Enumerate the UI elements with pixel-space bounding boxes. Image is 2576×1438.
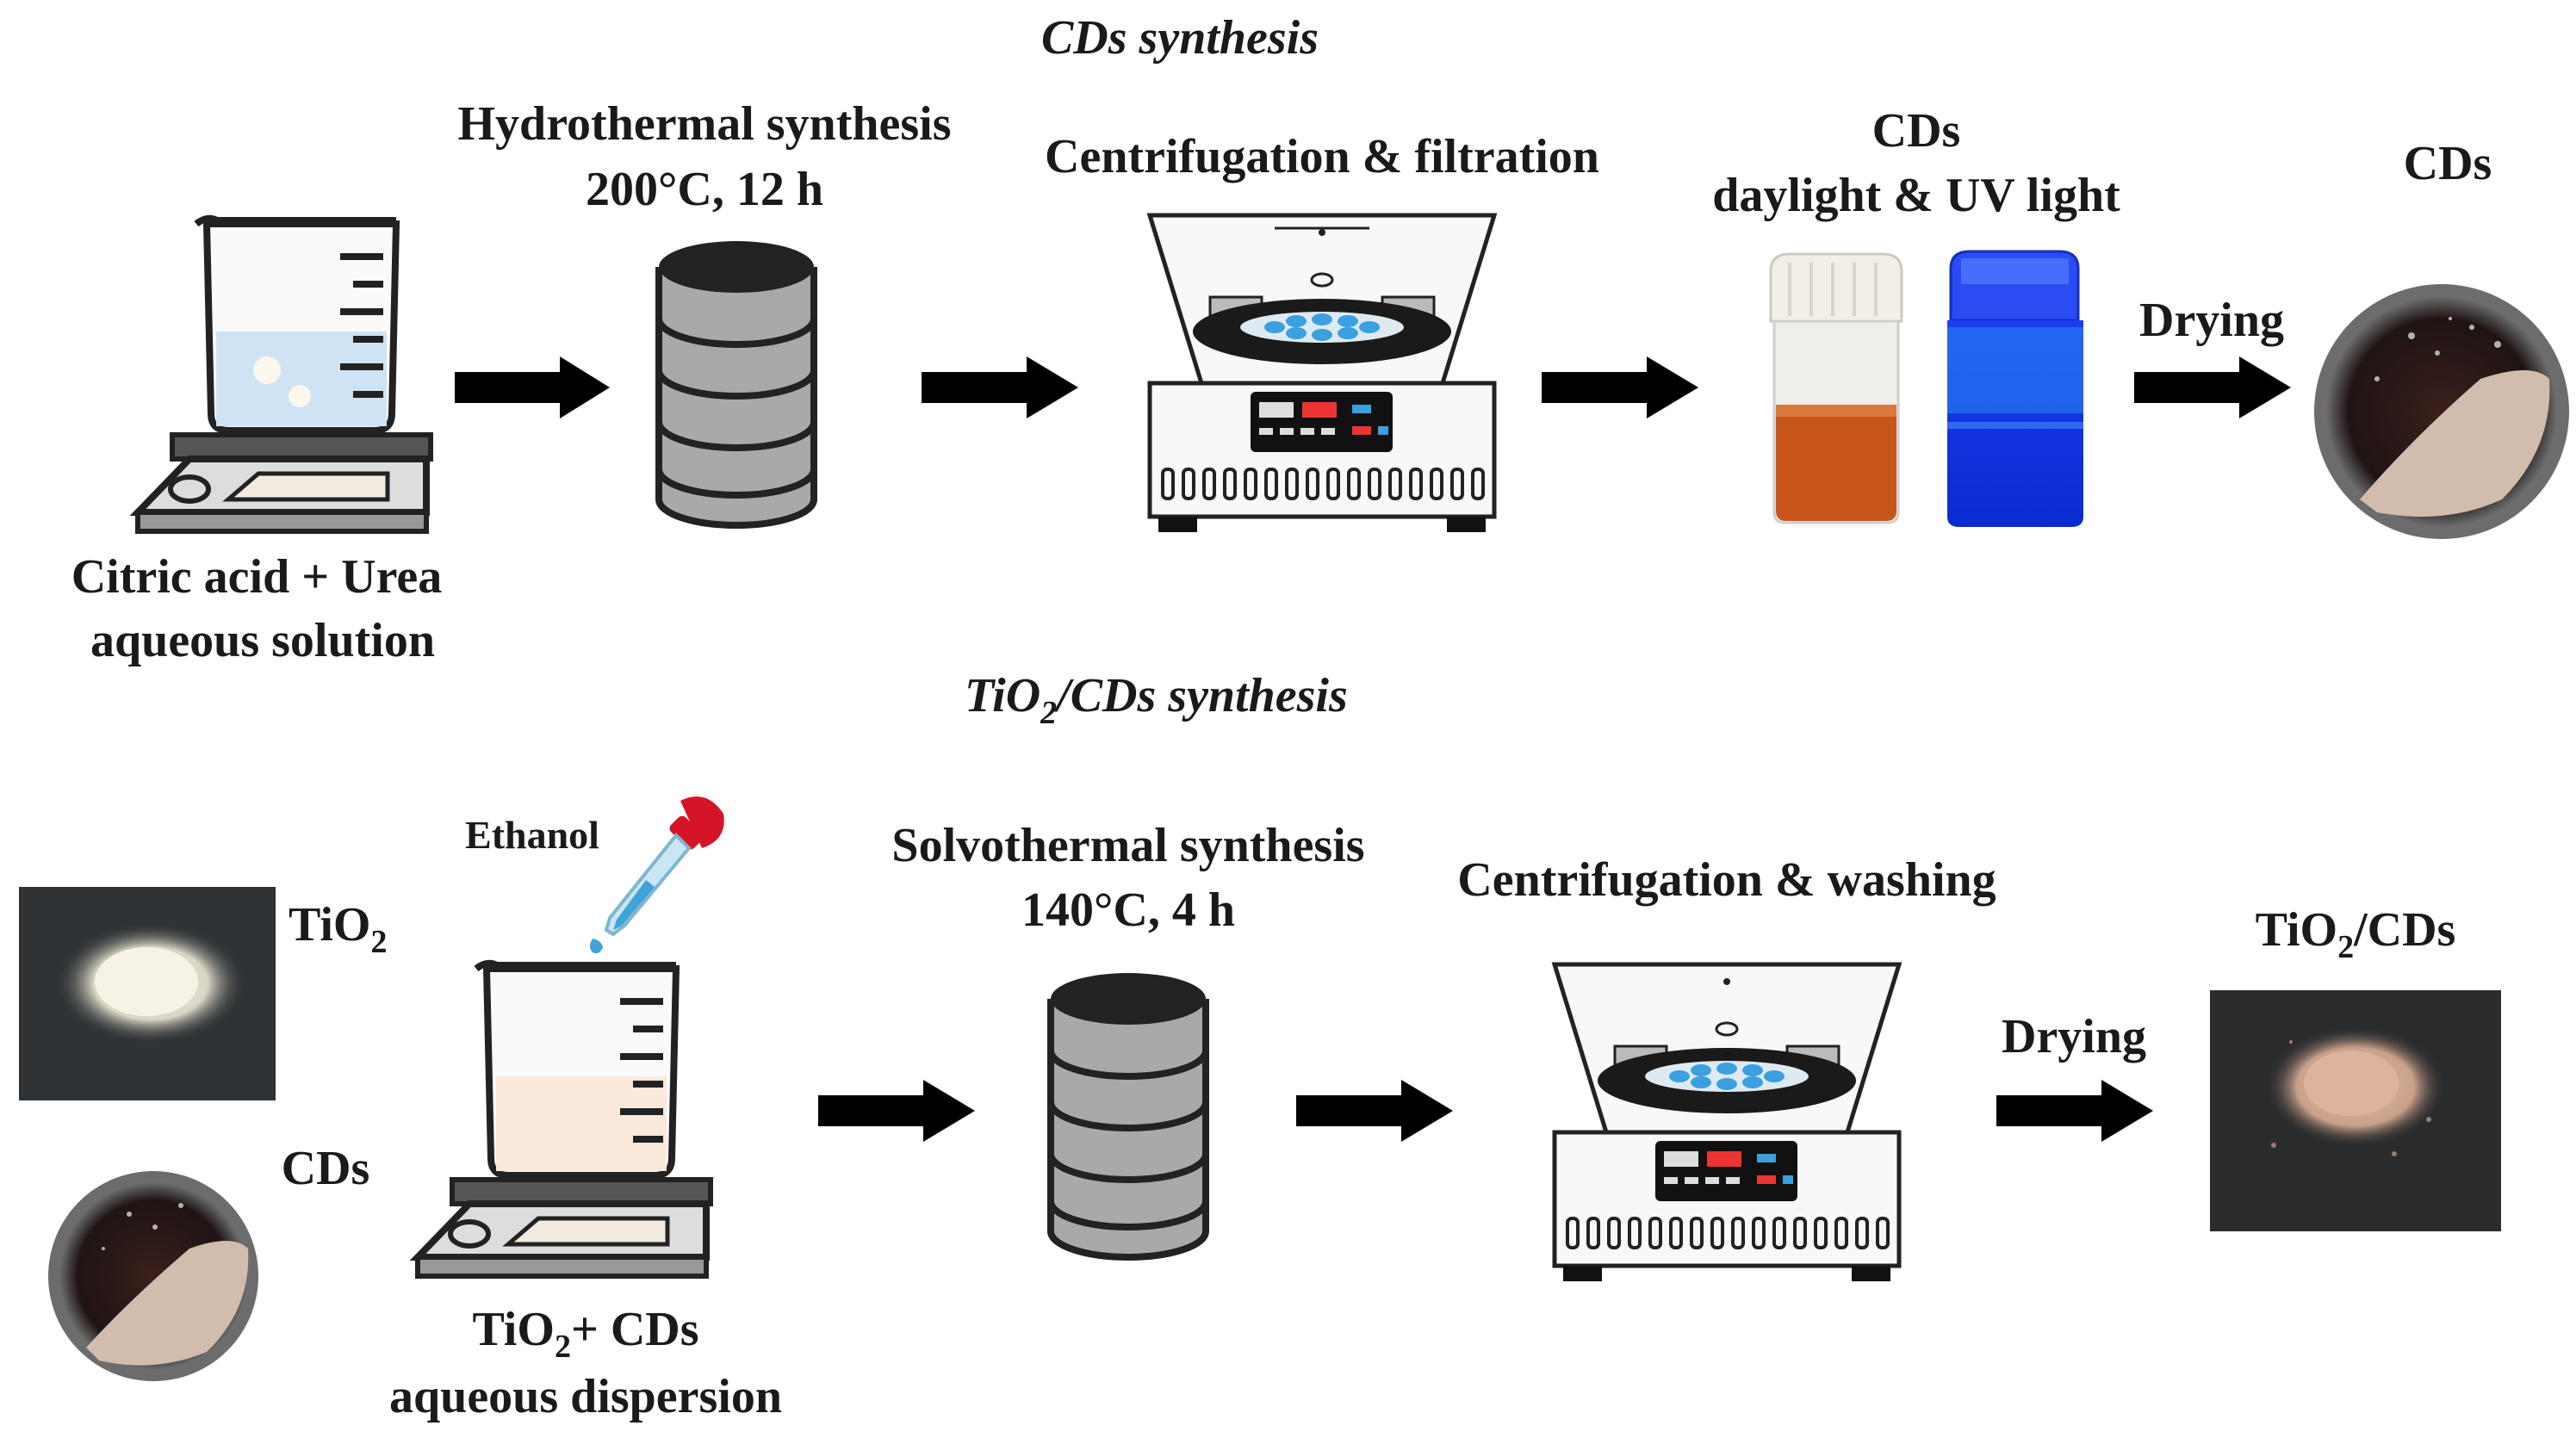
- label-tio2-main: TiO: [289, 898, 370, 951]
- heading-tio2-cds-synthesis: TiO2/CDs synthesis: [965, 669, 1348, 731]
- arrow-6: [1296, 1080, 1453, 1142]
- arrow-1: [455, 356, 610, 418]
- heading-sub2: 2: [1040, 695, 1057, 731]
- petri-dish-cds-bottom: [48, 1171, 258, 1381]
- label-tio2-sub: 2: [370, 924, 387, 960]
- label-hydro-conditions: 200°C, 12 h: [586, 163, 823, 216]
- label-cds-bottom: CDs: [282, 1142, 370, 1195]
- label-citric-urea-line1: Citric acid + Urea: [71, 550, 443, 604]
- label-cds-product: CDs: [2404, 137, 2492, 190]
- tio2-powder-photo: [19, 887, 276, 1100]
- label-hydrothermal: Hydrothermal synthesis: [458, 97, 952, 151]
- balance-beaker-citric-urea: [129, 214, 433, 534]
- label-tio2: TiO2: [289, 898, 387, 960]
- petri-dish-cds-top: [2314, 284, 2569, 539]
- label-dispersion-tio2: TiO: [472, 1303, 554, 1356]
- label-tio2-cds-product: TiO2/CDs: [2256, 903, 2456, 965]
- label-drying-bottom: Drying: [2002, 1010, 2146, 1063]
- balance-beaker-dispersion: [409, 959, 713, 1279]
- label-centrifugation-filtration: Centrifugation & filtration: [1045, 130, 1599, 183]
- label-dispersion-line1: TiO2+ CDs: [472, 1303, 698, 1365]
- label-solvo-conditions: 140°C, 4 h: [1021, 883, 1235, 937]
- label-dispersion-line2: aqueous dispersion: [389, 1370, 782, 1423]
- heading-tio2: TiO: [965, 669, 1040, 722]
- label-citric-urea-line2: aqueous solution: [90, 614, 435, 667]
- vial-daylight: [1769, 252, 1903, 524]
- label-ethanol: Ethanol: [465, 813, 599, 857]
- label-dispersion-sub2: 2: [555, 1329, 571, 1365]
- label-daylight-uv: daylight & UV light: [1712, 169, 2120, 222]
- label-drying-top: Drying: [2139, 294, 2284, 347]
- vial-uv: [1947, 250, 2083, 527]
- arrow-3: [1542, 356, 1698, 418]
- centrifuge-top: [1146, 213, 1498, 532]
- label-centrifugation-washing: Centrifugation & washing: [1457, 853, 1996, 907]
- label-product-tio: TiO: [2256, 903, 2337, 957]
- label-dispersion-cds: + CDs: [571, 1303, 699, 1356]
- label-solvothermal: Solvothermal synthesis: [891, 819, 1364, 872]
- centrifuge-bottom: [1551, 962, 1903, 1281]
- label-product-tail: /CDs: [2353, 903, 2455, 957]
- label-product-sub: 2: [2337, 929, 2354, 965]
- dropper-ethanol: [590, 796, 724, 954]
- arrow-5: [818, 1080, 975, 1142]
- tio2-cds-powder-photo: [2210, 990, 2501, 1231]
- heading-cds-synthesis: CDs synthesis: [1041, 11, 1319, 65]
- arrow-4: [2134, 356, 2291, 418]
- arrow-2: [922, 356, 1078, 418]
- autoclave-cylinder-top: [655, 241, 817, 529]
- heading-tail: /CDs synthesis: [1053, 669, 1348, 722]
- autoclave-cylinder-bottom: [1047, 973, 1209, 1261]
- arrow-7: [1996, 1080, 2153, 1142]
- label-cds-vials: CDs: [1872, 104, 1961, 158]
